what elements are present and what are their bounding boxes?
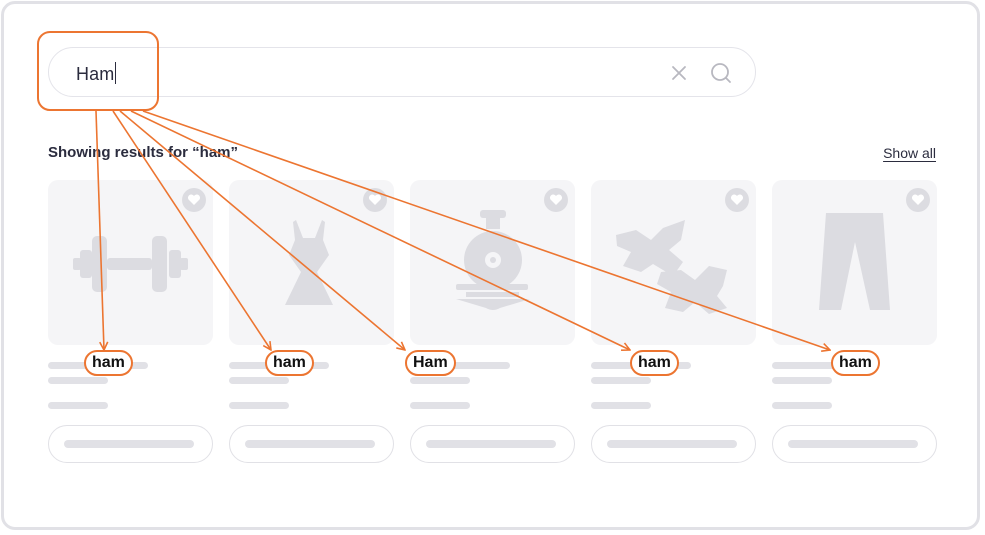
add-to-cart-button[interactable] <box>591 425 756 463</box>
heart-icon <box>187 194 201 205</box>
search-icon[interactable] <box>709 61 733 85</box>
add-to-cart-button[interactable] <box>229 425 394 463</box>
title-placeholder <box>772 362 872 369</box>
match-highlight: Ham <box>405 350 456 376</box>
show-all-link[interactable]: Show all <box>883 145 936 161</box>
heart-icon <box>911 194 925 205</box>
match-highlight: ham <box>831 350 880 376</box>
product-image <box>229 180 394 345</box>
product-card[interactable] <box>591 180 756 465</box>
subtitle-placeholder <box>591 377 651 384</box>
price-placeholder <box>48 402 108 409</box>
search-bar[interactable]: Ham <box>48 47 756 97</box>
match-highlight: ham <box>84 350 133 376</box>
product-image <box>48 180 213 345</box>
product-card[interactable] <box>410 180 575 465</box>
search-highlight <box>37 31 159 111</box>
subtitle-placeholder <box>48 377 108 384</box>
product-image <box>410 180 575 345</box>
favorite-button[interactable] <box>363 188 387 212</box>
favorite-button[interactable] <box>725 188 749 212</box>
product-card[interactable] <box>772 180 937 465</box>
favorite-button[interactable] <box>906 188 930 212</box>
add-to-cart-button[interactable] <box>772 425 937 463</box>
product-card[interactable] <box>48 180 213 465</box>
subtitle-placeholder <box>229 377 289 384</box>
product-card[interactable] <box>229 180 394 465</box>
text-cursor <box>115 62 117 84</box>
heart-icon <box>730 194 744 205</box>
add-to-cart-button[interactable] <box>48 425 213 463</box>
results-heading: Showing results for “ham” <box>48 144 239 161</box>
favorite-button[interactable] <box>544 188 568 212</box>
match-highlight: ham <box>265 350 314 376</box>
price-placeholder <box>591 402 651 409</box>
heart-icon <box>368 194 382 205</box>
search-input[interactable]: Ham <box>76 62 117 84</box>
trousers-icon <box>819 213 890 310</box>
close-icon[interactable] <box>669 63 689 83</box>
product-image <box>591 180 756 345</box>
price-placeholder <box>229 402 289 409</box>
add-to-cart-button[interactable] <box>410 425 575 463</box>
title-placeholder <box>410 362 510 369</box>
favorite-button[interactable] <box>182 188 206 212</box>
subtitle-placeholder <box>410 377 470 384</box>
subtitle-placeholder <box>772 377 832 384</box>
match-highlight: ham <box>630 350 679 376</box>
product-image <box>772 180 937 345</box>
price-placeholder <box>410 402 470 409</box>
price-placeholder <box>772 402 832 409</box>
heart-icon <box>549 194 563 205</box>
